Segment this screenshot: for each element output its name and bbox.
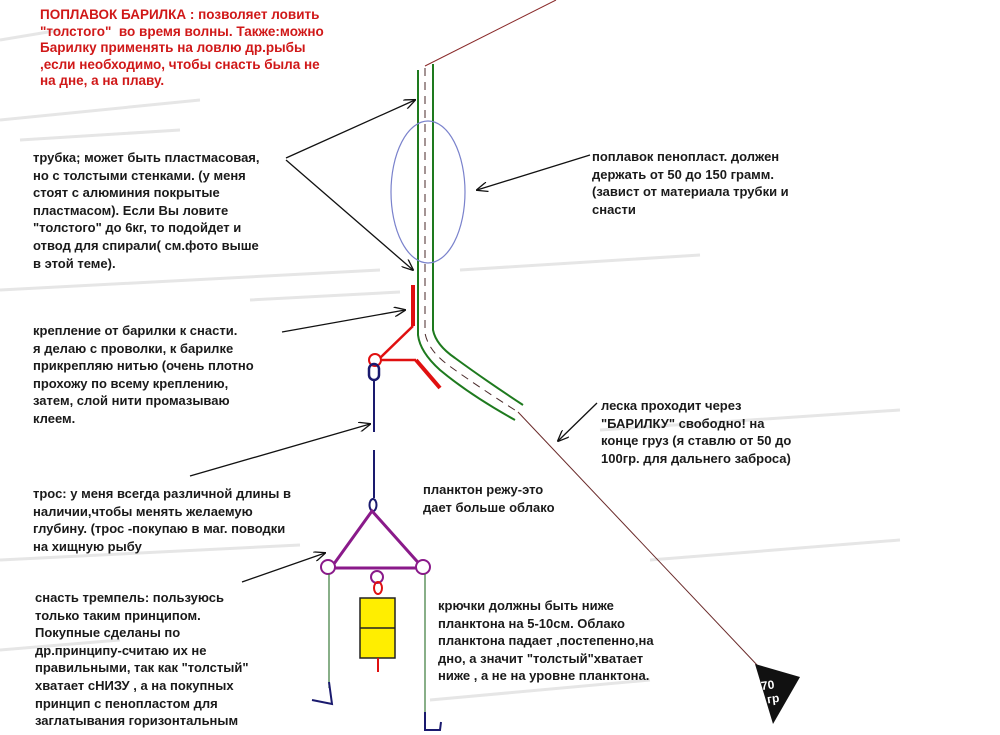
left-hook xyxy=(311,681,334,706)
note-line: конце груз (я ставлю от 50 до xyxy=(601,433,792,449)
note-line: крепление от барилки к снасти. xyxy=(33,323,238,338)
note-line: снасть тремпель: пользуюсь xyxy=(35,590,225,605)
float-note: поплавок пенопласт. должен держать от 50… xyxy=(592,148,789,218)
plankton-note: планктон режу-это дает больше облако xyxy=(423,481,555,516)
note-line: только таким принципом. xyxy=(35,607,201,623)
note-line: планктона падает ,постепенно,на xyxy=(438,633,654,649)
fishing-line-top xyxy=(424,0,557,67)
fishing-line-to-sinker xyxy=(517,411,759,667)
line-note: леска проходит через "БАРИЛКУ" свободно!… xyxy=(601,397,791,467)
note-line: планктона на 5-10см. Облако xyxy=(438,615,625,631)
note-line: снасти xyxy=(592,201,636,217)
note-line: но с толстыми стенками. (у меня xyxy=(33,167,246,183)
note-line: правильными, так как "толстый" xyxy=(35,660,249,676)
trempel-triangle xyxy=(320,508,431,584)
note-line: затем, слой нити промазываю xyxy=(33,393,230,409)
arrow-rig xyxy=(241,553,325,583)
note-line: клеем. xyxy=(33,410,76,426)
rig-note: снасть тремпель: пользуюсь только таким … xyxy=(35,589,249,730)
note-line: принцип с пенопластом для xyxy=(35,695,218,711)
arrow-tube-top xyxy=(285,100,415,159)
note-line: на дне, а на плаву. xyxy=(40,73,165,88)
note-line: трос: у меня всегда различной длины в xyxy=(33,486,292,501)
note-line: Барилку применять на ловлю др.рыбы xyxy=(40,40,306,55)
arrow-cable xyxy=(189,424,370,477)
note-line: "толстого" во время волны. Также:можно xyxy=(40,23,324,39)
note-line: я делаю с проволки, к барилке xyxy=(33,340,234,356)
note-line: крючки должны быть ниже xyxy=(438,598,614,613)
background-streaks xyxy=(0,28,901,702)
note-line: Покупные сделаны по xyxy=(35,625,181,641)
arrow-float xyxy=(477,154,591,190)
note-line: ,если необходимо, чтобы снасть была не xyxy=(40,56,320,72)
note-line: держать от 50 до 150 грамм. xyxy=(592,166,775,182)
note-line: трубка; может быть пластмасовая, xyxy=(33,150,260,165)
fishing-line-in-tube xyxy=(424,68,519,413)
note-line: стоят с алюминия покрытые xyxy=(33,185,220,201)
note-line: прикрепляю нитью (очень плотно xyxy=(33,358,254,374)
note-line: "БАРИЛКУ" свободно! на xyxy=(601,415,765,431)
arrow-line xyxy=(558,402,598,441)
note-line: "толстого" до 6кг, то подойдет и xyxy=(33,220,242,236)
note-line: заглатывания горизонтальным xyxy=(35,713,239,729)
tube-note: трубка; может быть пластмасовая, но с то… xyxy=(33,149,260,272)
annotation-arrows xyxy=(189,100,598,583)
note-line: (завист от материала трубки и xyxy=(592,184,789,200)
yellow-sinker xyxy=(359,597,396,672)
leaders xyxy=(311,574,442,731)
mount-wire xyxy=(368,285,442,390)
note-line: глубину. (трос -покупаю в маг. поводки xyxy=(33,521,286,537)
cable-note: трос: у меня всегда различной длины в на… xyxy=(33,485,291,555)
note-line: планктон режу-это xyxy=(423,482,544,497)
foam-float xyxy=(390,120,466,264)
note-line: дает больше облако xyxy=(423,499,555,515)
arrow-tube-bottom xyxy=(285,159,413,270)
sinker-weight xyxy=(755,664,800,724)
note-line: дно, а значит "толстый"хватает xyxy=(438,650,644,666)
note-line: ПОПЛАВОК БАРИЛКА : позволяет ловить xyxy=(40,7,320,22)
hooks-note: крючки должны быть ниже планктона на 5-1… xyxy=(438,597,654,685)
sinker-unit: гр xyxy=(766,690,781,707)
note-line: леска проходит через xyxy=(601,398,742,413)
note-line: др.принципу-считаю их не xyxy=(35,642,207,658)
note-line: поплавок пенопласт. должен xyxy=(592,149,780,164)
note-line: прохожу по всему креплению, xyxy=(33,375,229,391)
steel-cable xyxy=(367,362,381,512)
arrow-mount xyxy=(281,310,405,333)
right-hook xyxy=(424,712,442,731)
tube xyxy=(417,64,524,421)
note-line: ниже , а не на уровне планктона. xyxy=(438,668,650,684)
note-line: хватает сНИЗУ , а на покупных xyxy=(35,677,234,693)
note-line: на хищную рыбу xyxy=(33,538,142,554)
note-line: 100гр. для дальнего заброса) xyxy=(601,450,791,466)
sinker-loop xyxy=(373,581,383,595)
note-line: пластмасом). Если Вы ловите xyxy=(33,202,229,218)
mount-note: крепление от барилки к снасти. я делаю с… xyxy=(33,322,254,428)
note-line: отвод для спирали( см.фото выше xyxy=(33,237,259,253)
note-line: в этой теме). xyxy=(33,255,116,271)
note-line: наличии,чтобы менять желаемую xyxy=(33,503,253,519)
title-note: ПОПЛАВОК БАРИЛКА : позволяет ловить "тол… xyxy=(40,7,324,90)
